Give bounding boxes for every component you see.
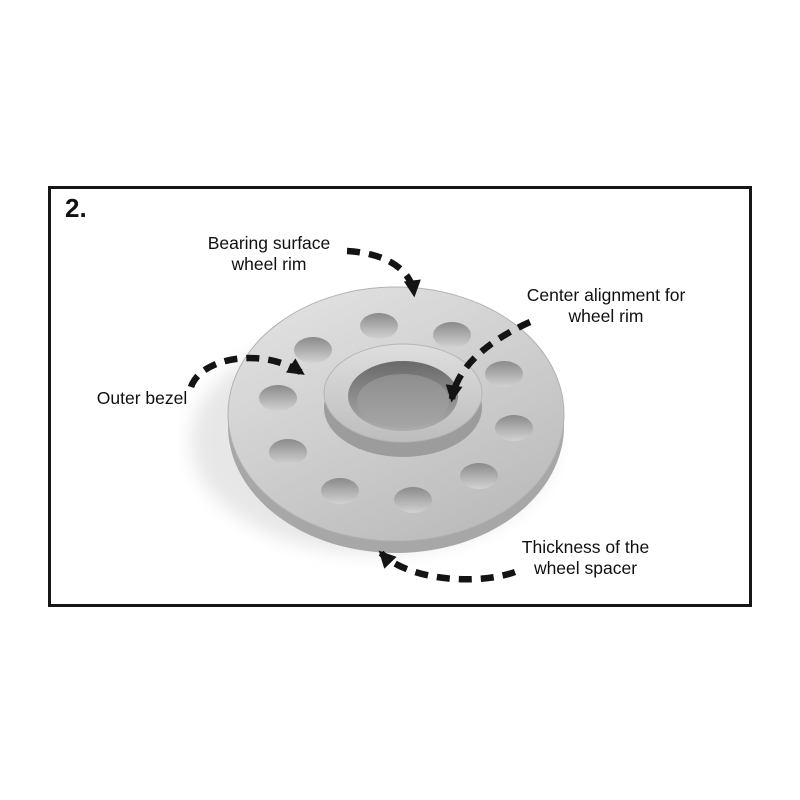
label-outer-bezel: Outer bezel — [96, 388, 188, 408]
bolt-hole — [433, 322, 471, 348]
bolt-hole — [360, 313, 398, 339]
bolt-hole — [294, 337, 332, 363]
arrow-center-alignment — [445, 319, 532, 403]
wheel-spacer-illustration — [187, 247, 565, 583]
bolt-hole — [460, 463, 498, 489]
bolt-holes — [259, 313, 533, 513]
arrow-outer-bezel — [187, 354, 305, 389]
arrow-thickness — [378, 550, 517, 583]
bolt-hole — [269, 439, 307, 465]
step-number: 2. — [65, 193, 87, 223]
bolt-hole — [321, 478, 359, 504]
bolt-hole — [259, 385, 297, 411]
bolt-hole — [495, 415, 533, 441]
center-bore-floor — [357, 374, 449, 428]
label-center-alignment: Center alignment for wheel rim — [526, 285, 686, 327]
label-bearing-surface: Bearing surface wheel rim — [207, 233, 331, 275]
bolt-hole — [394, 487, 432, 513]
diagram-frame: 2. — [48, 186, 752, 607]
bolt-hole — [485, 361, 523, 387]
arrow-bearing-surface — [346, 247, 421, 298]
label-thickness: Thickness of the wheel spacer — [521, 537, 650, 579]
